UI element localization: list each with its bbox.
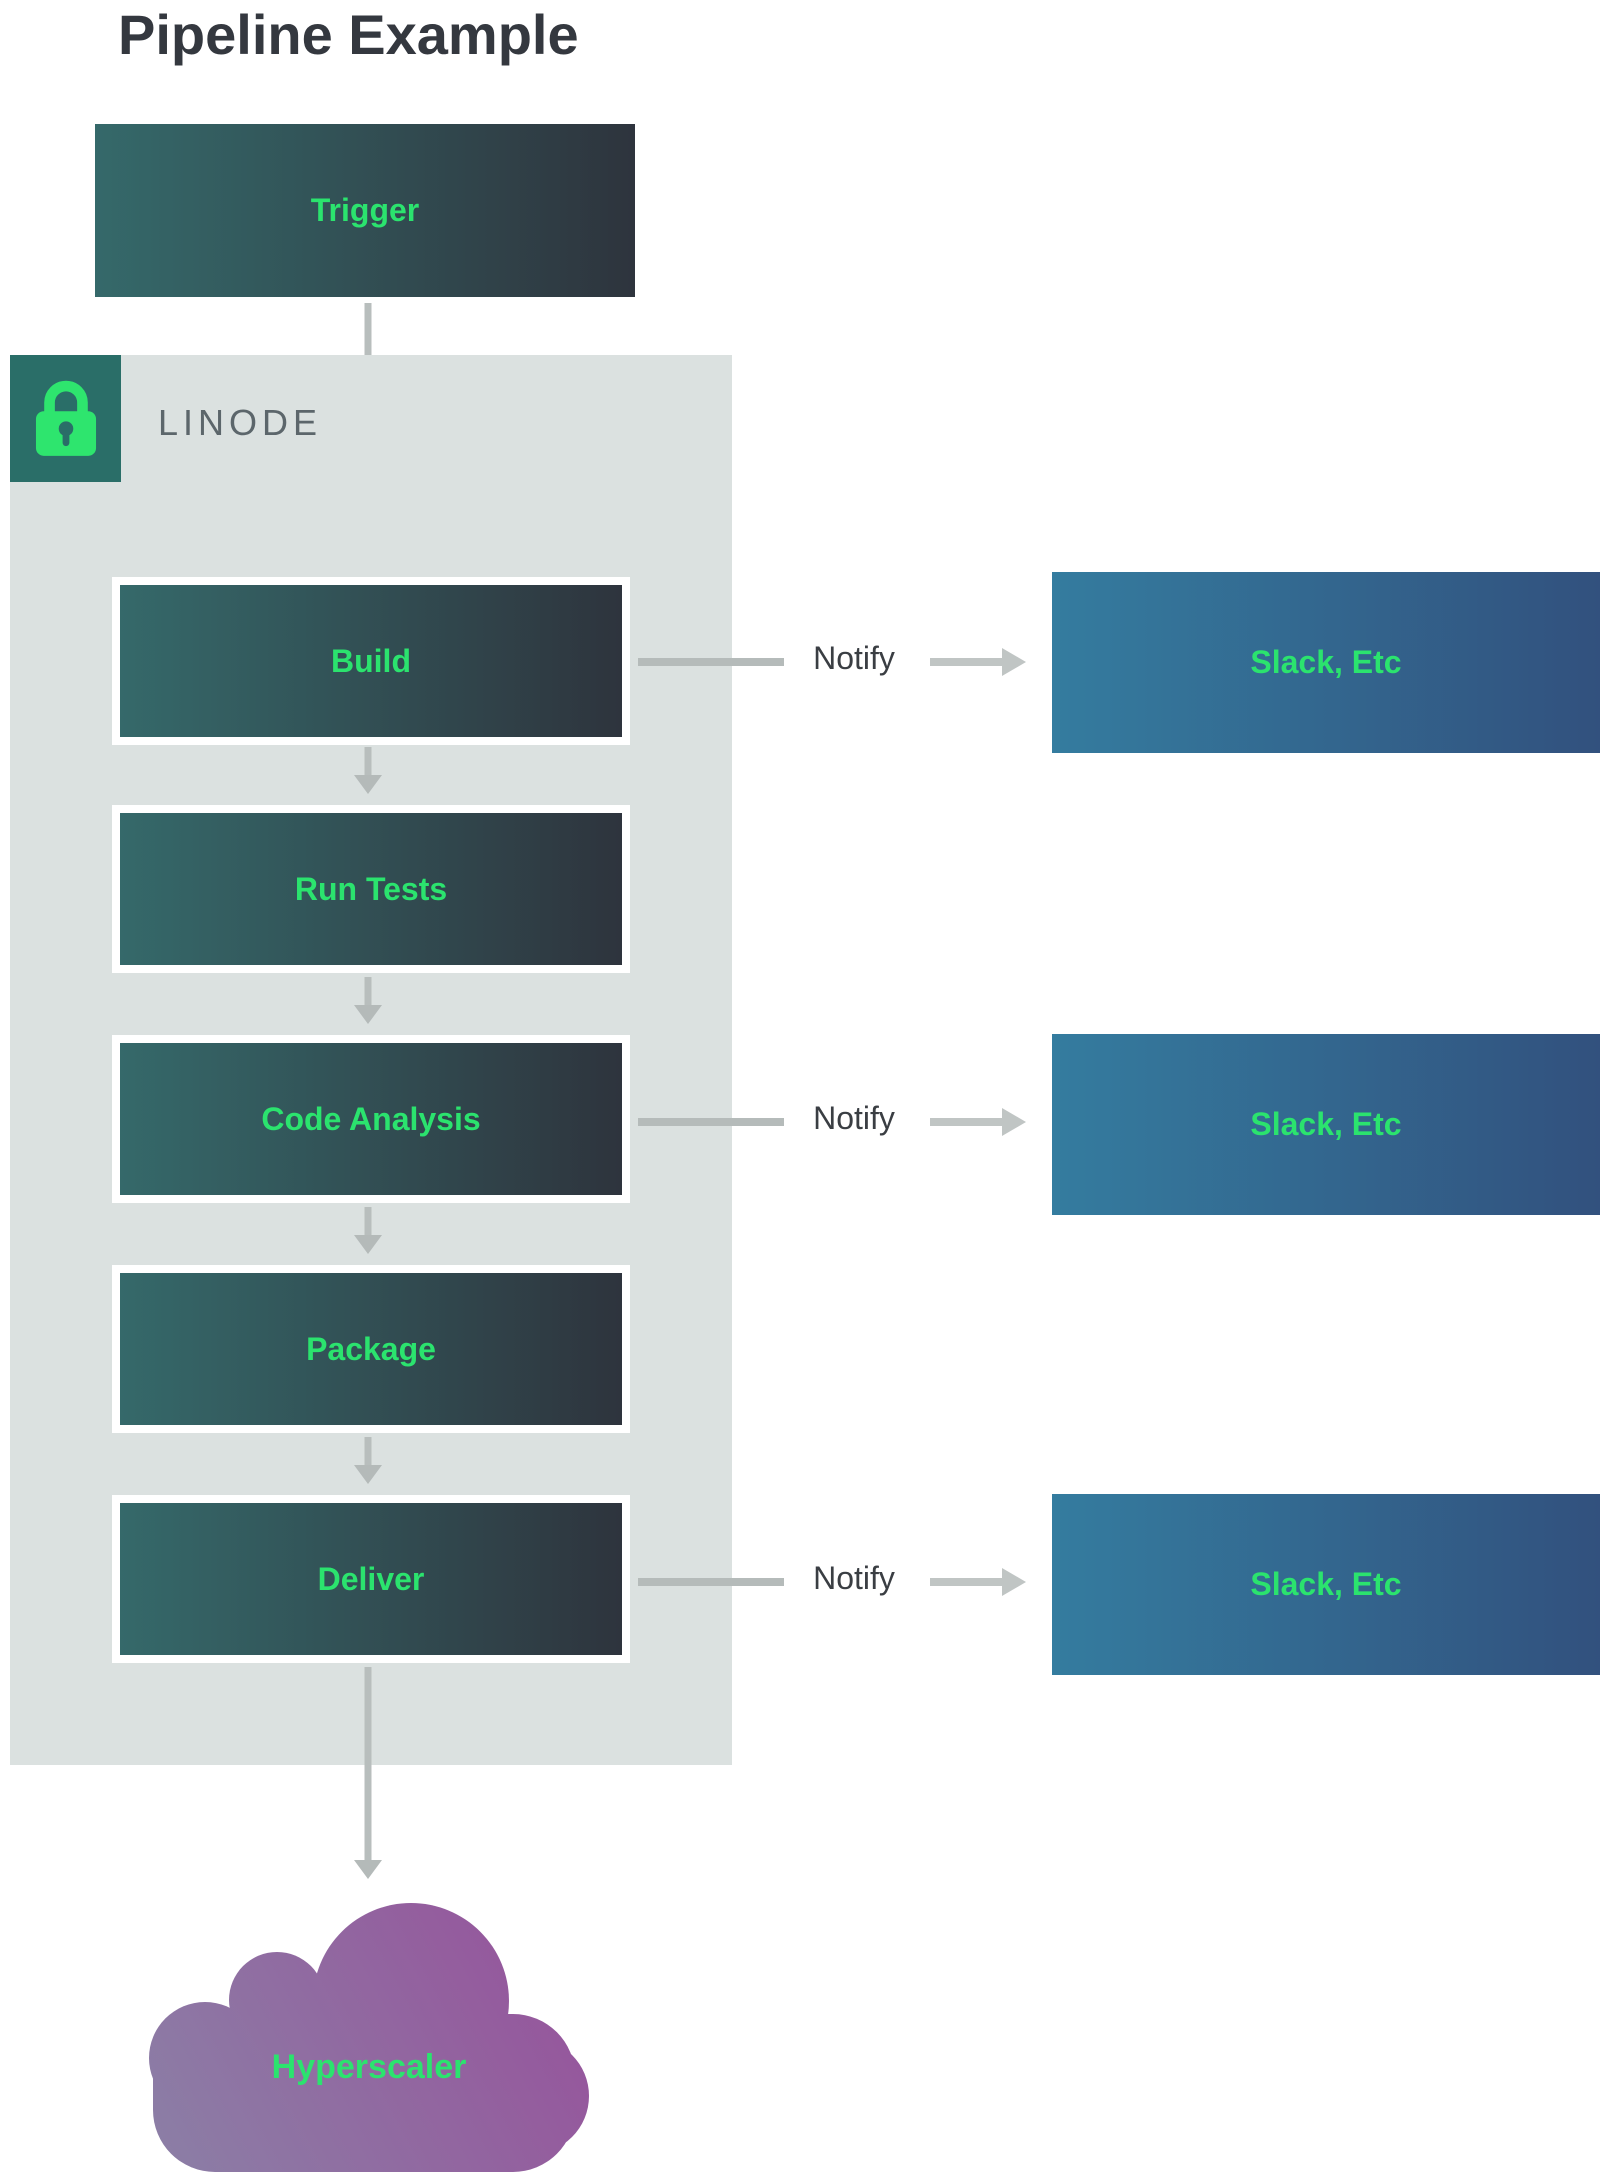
arrow-down-icon bbox=[354, 775, 382, 794]
trigger-node: Trigger bbox=[95, 124, 635, 297]
stage-build: Build bbox=[112, 577, 630, 745]
arrow-build-to-runtests bbox=[354, 747, 382, 794]
notify-label: Notify bbox=[813, 1560, 895, 1596]
notify-target-build: Slack, Etc bbox=[1052, 572, 1600, 753]
arrow-right-icon bbox=[1002, 648, 1026, 676]
notify-label: Notify bbox=[813, 1100, 895, 1136]
arrow-line bbox=[364, 977, 372, 1006]
linode-label: LINODE bbox=[158, 402, 323, 443]
hyperscaler-cloud-icon bbox=[149, 1903, 589, 2172]
arrow-deliver-to-hyperscaler bbox=[354, 1667, 382, 1879]
stage-deliver-label: Deliver bbox=[317, 1560, 425, 1597]
notify-arrow-line bbox=[930, 1118, 1002, 1126]
arrow-down-icon bbox=[354, 1005, 382, 1024]
stage-deliver: Deliver bbox=[112, 1495, 630, 1663]
arrow-right-icon bbox=[1002, 1568, 1026, 1596]
arrow-line bbox=[364, 747, 372, 776]
arrow-codeanalysis-to-package bbox=[354, 1207, 382, 1254]
hyperscaler-label: Hyperscaler bbox=[271, 2048, 467, 2086]
arrow-line bbox=[364, 1207, 372, 1236]
arrow-package-to-deliver bbox=[354, 1437, 382, 1484]
stage-package: Package bbox=[112, 1265, 630, 1433]
stage-build-label: Build bbox=[331, 642, 411, 679]
notify-connector-line bbox=[638, 658, 784, 666]
stage-code-analysis-label: Code Analysis bbox=[261, 1100, 481, 1137]
stage-package-label: Package bbox=[306, 1330, 436, 1367]
page-title: Pipeline Example bbox=[118, 3, 579, 66]
notify-target-label: Slack, Etc bbox=[1250, 1106, 1402, 1142]
arrow-down-icon bbox=[354, 1235, 382, 1254]
stage-code-analysis: Code Analysis bbox=[112, 1035, 630, 1203]
trigger-label: Trigger bbox=[310, 192, 420, 228]
notify-connector-line bbox=[638, 1578, 784, 1586]
notify-label: Notify bbox=[813, 640, 895, 676]
arrow-line bbox=[364, 1437, 372, 1466]
arrow-down-icon bbox=[354, 1465, 382, 1484]
notify-arrow-line bbox=[930, 1578, 1002, 1586]
notify-target-label: Slack, Etc bbox=[1250, 1566, 1402, 1602]
notify-target-deliver: Slack, Etc bbox=[1052, 1494, 1600, 1675]
lock-badge bbox=[10, 355, 121, 482]
arrow-runtests-to-codeanalysis bbox=[354, 977, 382, 1024]
arrow-down-icon bbox=[354, 1860, 382, 1879]
stage-run-tests: Run Tests bbox=[112, 805, 630, 973]
arrow-line bbox=[364, 1667, 372, 1860]
arrow-right-icon bbox=[1002, 1108, 1026, 1136]
notify-target-label: Slack, Etc bbox=[1250, 644, 1402, 680]
stage-run-tests-label: Run Tests bbox=[294, 870, 448, 907]
notify-arrow-line bbox=[930, 658, 1002, 666]
notify-target-code-analysis: Slack, Etc bbox=[1052, 1034, 1600, 1215]
lock-icon bbox=[35, 380, 96, 456]
notify-connector-line bbox=[638, 1118, 784, 1126]
